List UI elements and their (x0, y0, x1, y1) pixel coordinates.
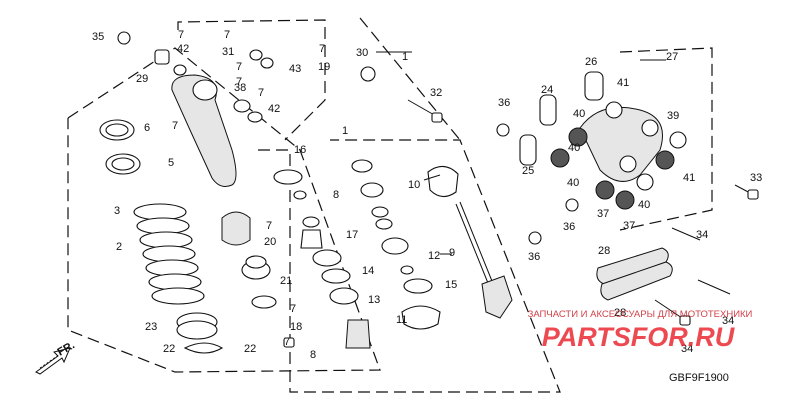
callout-number: 40 (568, 142, 580, 154)
callout-number: 7 (290, 303, 296, 315)
watermark-tagline: ЗАПЧАСТИ И АКСЕССУАРЫ ДЛЯ МОТОТЕХНИКИ (528, 309, 753, 320)
callout-number: 37 (597, 208, 609, 220)
callout-number: 16 (294, 144, 306, 156)
group-boundaries (67, 17, 713, 393)
front-direction-arrow-icon: FR. (35, 339, 77, 375)
callout-number: 10 (408, 179, 420, 191)
callout-number: 7 (284, 336, 290, 348)
callout-number: 21 (280, 275, 292, 287)
callout-number: 36 (563, 221, 575, 233)
callout-number: 23 (145, 321, 157, 333)
callout-number: 22 (244, 343, 256, 355)
main-spring (133, 203, 205, 305)
callout-number: 7 (319, 43, 325, 55)
callout-number: 1 (342, 125, 348, 137)
callout-number: 7 (178, 29, 184, 41)
callout-number: 42 (177, 43, 189, 55)
callout-number: 33 (750, 172, 762, 184)
callout-number: 40 (638, 199, 650, 211)
callout-number: 14 (362, 265, 374, 277)
callout-number: 2 (116, 241, 122, 253)
callout-number: 8 (310, 349, 316, 361)
callout-number: 7 (236, 61, 242, 73)
callout-number: 26 (585, 56, 597, 68)
callout-number: 7 (172, 120, 178, 132)
callout-number: 25 (522, 165, 534, 177)
callout-number: 34 (681, 343, 693, 355)
callout-number: 9 (449, 247, 455, 259)
callout-number: 41 (617, 77, 629, 89)
callout-number: 13 (368, 294, 380, 306)
watermark-brand: PARTSFOR.RU (542, 322, 736, 352)
callout-number: 20 (264, 236, 276, 248)
callout-number: 7 (266, 220, 272, 232)
callout-number: 7 (236, 76, 242, 88)
callout-number: 19 (318, 61, 330, 73)
callout-number: 1 (402, 51, 408, 63)
callout-number: 7 (258, 87, 264, 99)
callout-number: 36 (498, 97, 510, 109)
callout-number: 11 (396, 314, 407, 326)
callout-number: 43 (289, 63, 301, 75)
callout-number: 15 (445, 279, 457, 291)
callout-number: 34 (696, 229, 708, 241)
callout-number: 29 (136, 73, 148, 85)
callout-number: 8 (333, 189, 339, 201)
callout-number: 35 (92, 31, 104, 43)
callout-number: 5 (168, 157, 174, 169)
callout-number: 30 (356, 47, 368, 59)
callout-number: 42 (268, 103, 280, 115)
front-direction-label: FR. (56, 339, 77, 358)
callout-number: 18 (290, 321, 302, 333)
callout-number: 6 (144, 122, 150, 134)
callout-number: 38 (234, 82, 246, 94)
callout-number: 27 (666, 51, 678, 63)
callout-number: 40 (573, 108, 585, 120)
callout-number: 12 (428, 250, 440, 262)
callout-number: 34 (722, 315, 734, 327)
watermark: ЗАПЧАСТИ И АКСЕССУАРЫ ДЛЯ МОТОТЕХНИКИ PA… (528, 309, 753, 352)
callout-number: 28 (614, 307, 626, 319)
diagram-code: GBF9F1900 (669, 372, 729, 384)
callout-number: 32 (430, 87, 442, 99)
parts (99, 31, 759, 354)
callout-number: 39 (667, 110, 679, 122)
callout-number: 37 (623, 220, 635, 232)
callout-number: 7 (224, 29, 230, 41)
callout-number: 3 (114, 205, 120, 217)
callout-number: 41 (683, 172, 695, 184)
callout-number: 36 (528, 251, 540, 263)
callout-number: 28 (598, 245, 610, 257)
callout-number: 24 (541, 84, 553, 96)
callout-number: 22 (163, 343, 175, 355)
callout-number: 40 (567, 177, 579, 189)
callout-number: 31 (222, 46, 234, 58)
callout-number: 17 (346, 229, 358, 241)
